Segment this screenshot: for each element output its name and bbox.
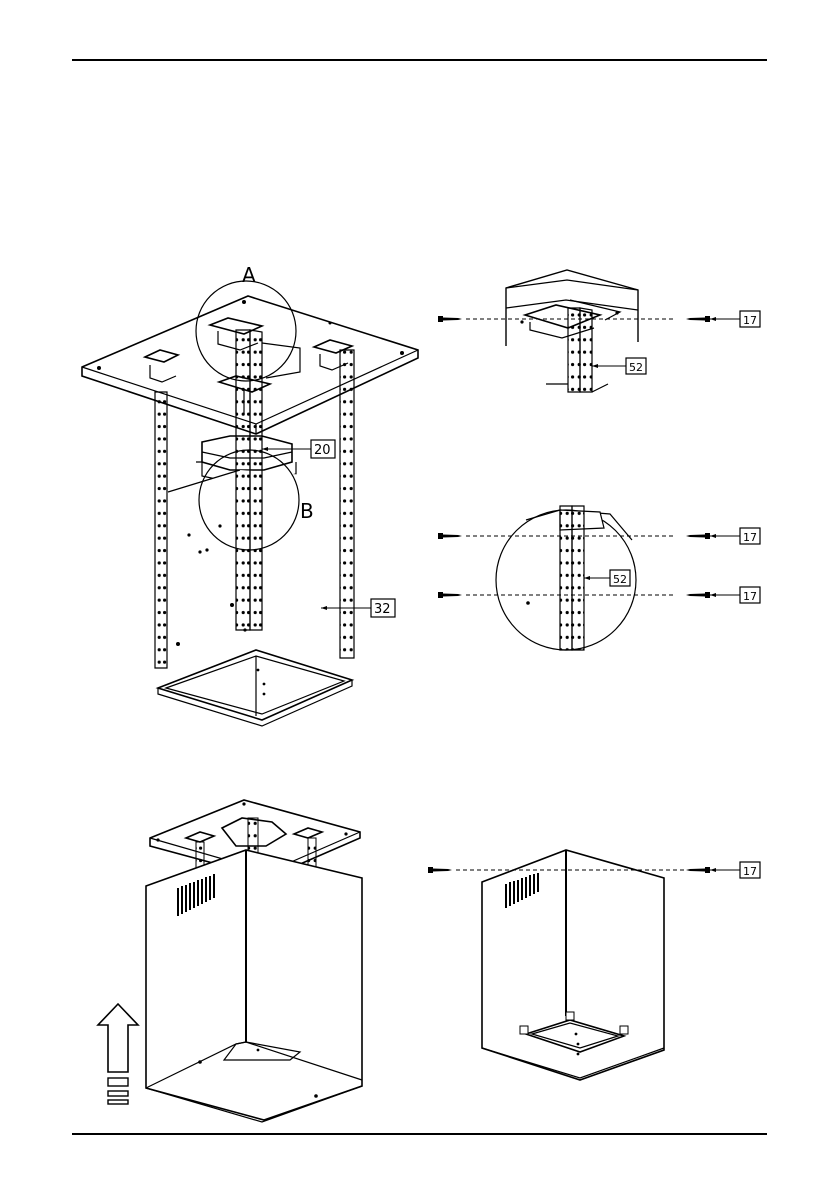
detail-a-figure: 17 52	[438, 270, 760, 392]
screw-icon	[438, 316, 462, 322]
svg-text:17: 17	[743, 590, 757, 603]
svg-text:17: 17	[743, 865, 757, 878]
screw-icon	[686, 592, 710, 598]
callout-17-detail-b-upper: 17	[710, 528, 760, 544]
hood-raise-figure	[98, 800, 362, 1122]
svg-text:20: 20	[314, 443, 331, 458]
screw-icon	[438, 533, 462, 539]
callout-17-hood: 17	[710, 862, 760, 878]
screw-icon	[686, 867, 710, 873]
callout-52-detail-a: 52	[592, 358, 646, 374]
svg-text:17: 17	[743, 314, 757, 327]
screw-icon	[438, 592, 462, 598]
hood-fixed-figure: 17	[428, 850, 760, 1080]
screw-icon	[686, 533, 710, 539]
support-rail-right	[340, 350, 354, 658]
screw-icon	[428, 867, 452, 873]
frame-assembly-figure: A B 20 32	[82, 263, 418, 726]
callout-17-detail-a: 17	[710, 311, 760, 327]
lift-up-arrow-icon	[98, 1004, 138, 1104]
support-rail-center-right	[250, 330, 262, 630]
detail-b-figure: 17 17 52	[438, 506, 760, 650]
detail-label-b: B	[300, 499, 314, 523]
support-rail-center-left	[236, 330, 250, 630]
svg-text:52: 52	[613, 573, 627, 586]
svg-text:17: 17	[743, 531, 757, 544]
svg-text:52: 52	[629, 361, 643, 374]
callout-52-detail-b: 52	[584, 570, 630, 586]
screw-icon	[686, 316, 710, 322]
detail-label-a: A	[242, 263, 256, 287]
svg-text:32: 32	[374, 602, 391, 617]
callout-17-detail-b-lower: 17	[710, 587, 760, 603]
support-rail-left	[155, 392, 167, 668]
